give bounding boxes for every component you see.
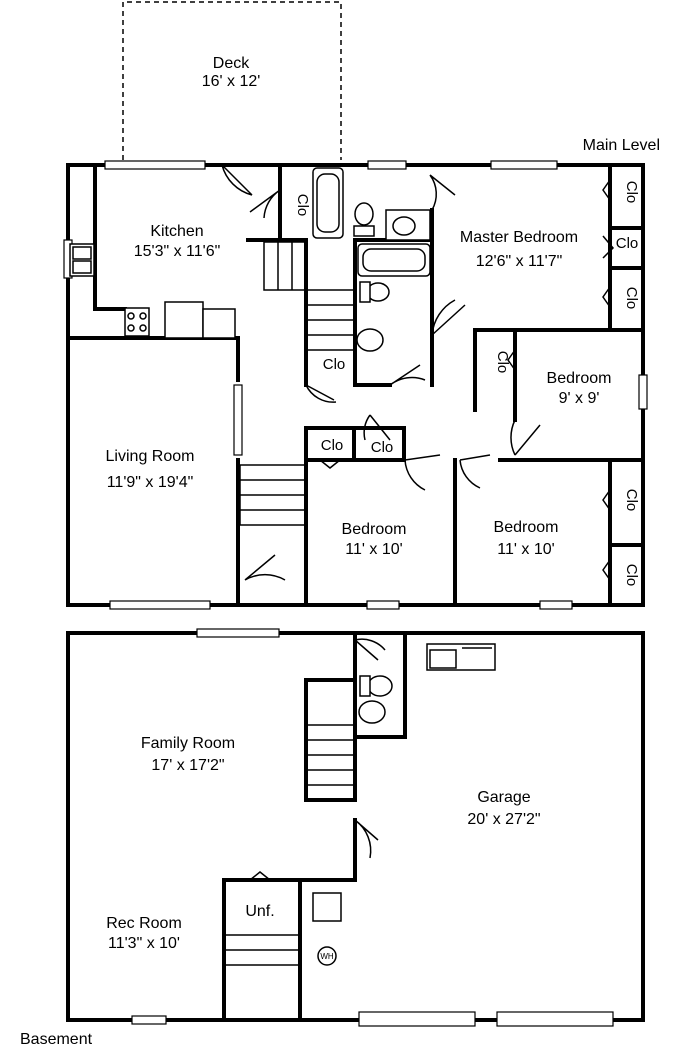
main-stairs xyxy=(239,241,356,526)
unfinished-label: Unf. xyxy=(245,903,274,920)
deck-name: Deck xyxy=(213,55,250,72)
water-heater-label: WH xyxy=(320,952,334,961)
living-room-size: 11'9" x 19'4" xyxy=(107,474,194,491)
basement-level: Family Room 17' x 17'2" Garage 20' x 27'… xyxy=(20,628,645,1048)
closet-label-master-3: Clo xyxy=(623,287,640,310)
rec-room-size: 11'3" x 10' xyxy=(108,935,180,952)
closet-label-bedroom-right-2: Clo xyxy=(623,564,640,587)
bedroom-center-name: Bedroom xyxy=(342,521,407,538)
closet-label-stair: Clo xyxy=(323,356,346,373)
garage-size: 20' x 27'2" xyxy=(467,811,540,828)
main-level: Deck 16' x 12' Main Level Kitchen 15'3" … xyxy=(63,1,660,610)
deck xyxy=(122,1,342,160)
bedroom-9x9-name: Bedroom xyxy=(547,370,612,387)
closet-label-master-2: Clo xyxy=(616,235,639,252)
kitchen-name: Kitchen xyxy=(150,223,203,240)
garage-name: Garage xyxy=(477,789,530,806)
bedroom-9x9-size: 9' x 9' xyxy=(559,390,600,407)
living-room-name: Living Room xyxy=(106,448,195,465)
family-room-size: 17' x 17'2" xyxy=(151,757,224,774)
main-level-label: Main Level xyxy=(583,137,660,154)
closet-label-hall-2: Clo xyxy=(371,439,394,456)
deck-size: 16' x 12' xyxy=(202,73,261,90)
basement-fixtures xyxy=(312,643,496,966)
closet-label-kitchen: Clo xyxy=(294,194,311,217)
main-fixtures xyxy=(69,167,431,352)
main-doors xyxy=(221,164,615,581)
basement-label: Basement xyxy=(20,1031,93,1048)
master-bedroom-name: Master Bedroom xyxy=(460,229,578,246)
closet-label-master-1: Clo xyxy=(623,181,640,204)
bedroom-right-size: 11' x 10' xyxy=(497,541,554,558)
main-windows xyxy=(63,160,648,610)
rec-room-name: Rec Room xyxy=(106,915,182,932)
kitchen-size: 15'3" x 11'6" xyxy=(134,243,221,260)
master-bedroom-size: 12'6" x 11'7" xyxy=(476,253,563,270)
basement-windows xyxy=(131,628,614,1027)
closet-label-bedroom-9x9: Clo xyxy=(494,351,511,374)
bedroom-right-name: Bedroom xyxy=(494,519,559,536)
family-room-name: Family Room xyxy=(141,735,235,752)
basement-stairs xyxy=(224,724,355,966)
closet-label-hall-1: Clo xyxy=(321,437,344,454)
bedroom-center-size: 11' x 10' xyxy=(345,541,402,558)
closet-label-bedroom-right-1: Clo xyxy=(623,489,640,512)
basement-doors xyxy=(249,638,386,881)
